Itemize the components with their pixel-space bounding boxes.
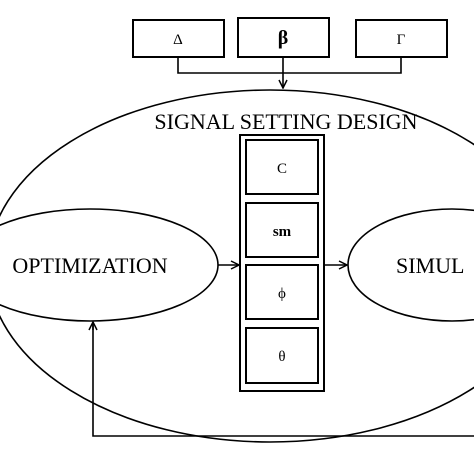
input-box-delta bbox=[132, 19, 225, 58]
simulation-ellipse bbox=[347, 208, 474, 322]
input-label-beta: β bbox=[278, 27, 289, 49]
feedback-loop-line bbox=[92, 324, 474, 437]
input-connector-line bbox=[177, 57, 402, 74]
stack-label-theta: θ bbox=[278, 349, 285, 365]
stack-box-c bbox=[245, 139, 319, 195]
input-box-beta bbox=[237, 17, 330, 58]
stack-label-sm: sm bbox=[273, 224, 292, 240]
signal-setting-design-ellipse bbox=[0, 89, 474, 443]
stack-box-theta bbox=[245, 327, 319, 384]
stack-box-phi bbox=[245, 264, 319, 320]
input-label-delta: Δ bbox=[173, 32, 183, 48]
optimization-label: OPTIMIZATION bbox=[12, 253, 167, 278]
stack-label-c: C bbox=[277, 161, 287, 177]
stack-box-sm bbox=[245, 202, 319, 258]
diagram-title: SIGNAL SETTING DESIGN bbox=[154, 109, 417, 134]
stack-label-phi: ϕ bbox=[278, 286, 286, 302]
input-label-gamma: Γ bbox=[397, 32, 406, 48]
simulation-label: SIMUL bbox=[396, 253, 464, 278]
